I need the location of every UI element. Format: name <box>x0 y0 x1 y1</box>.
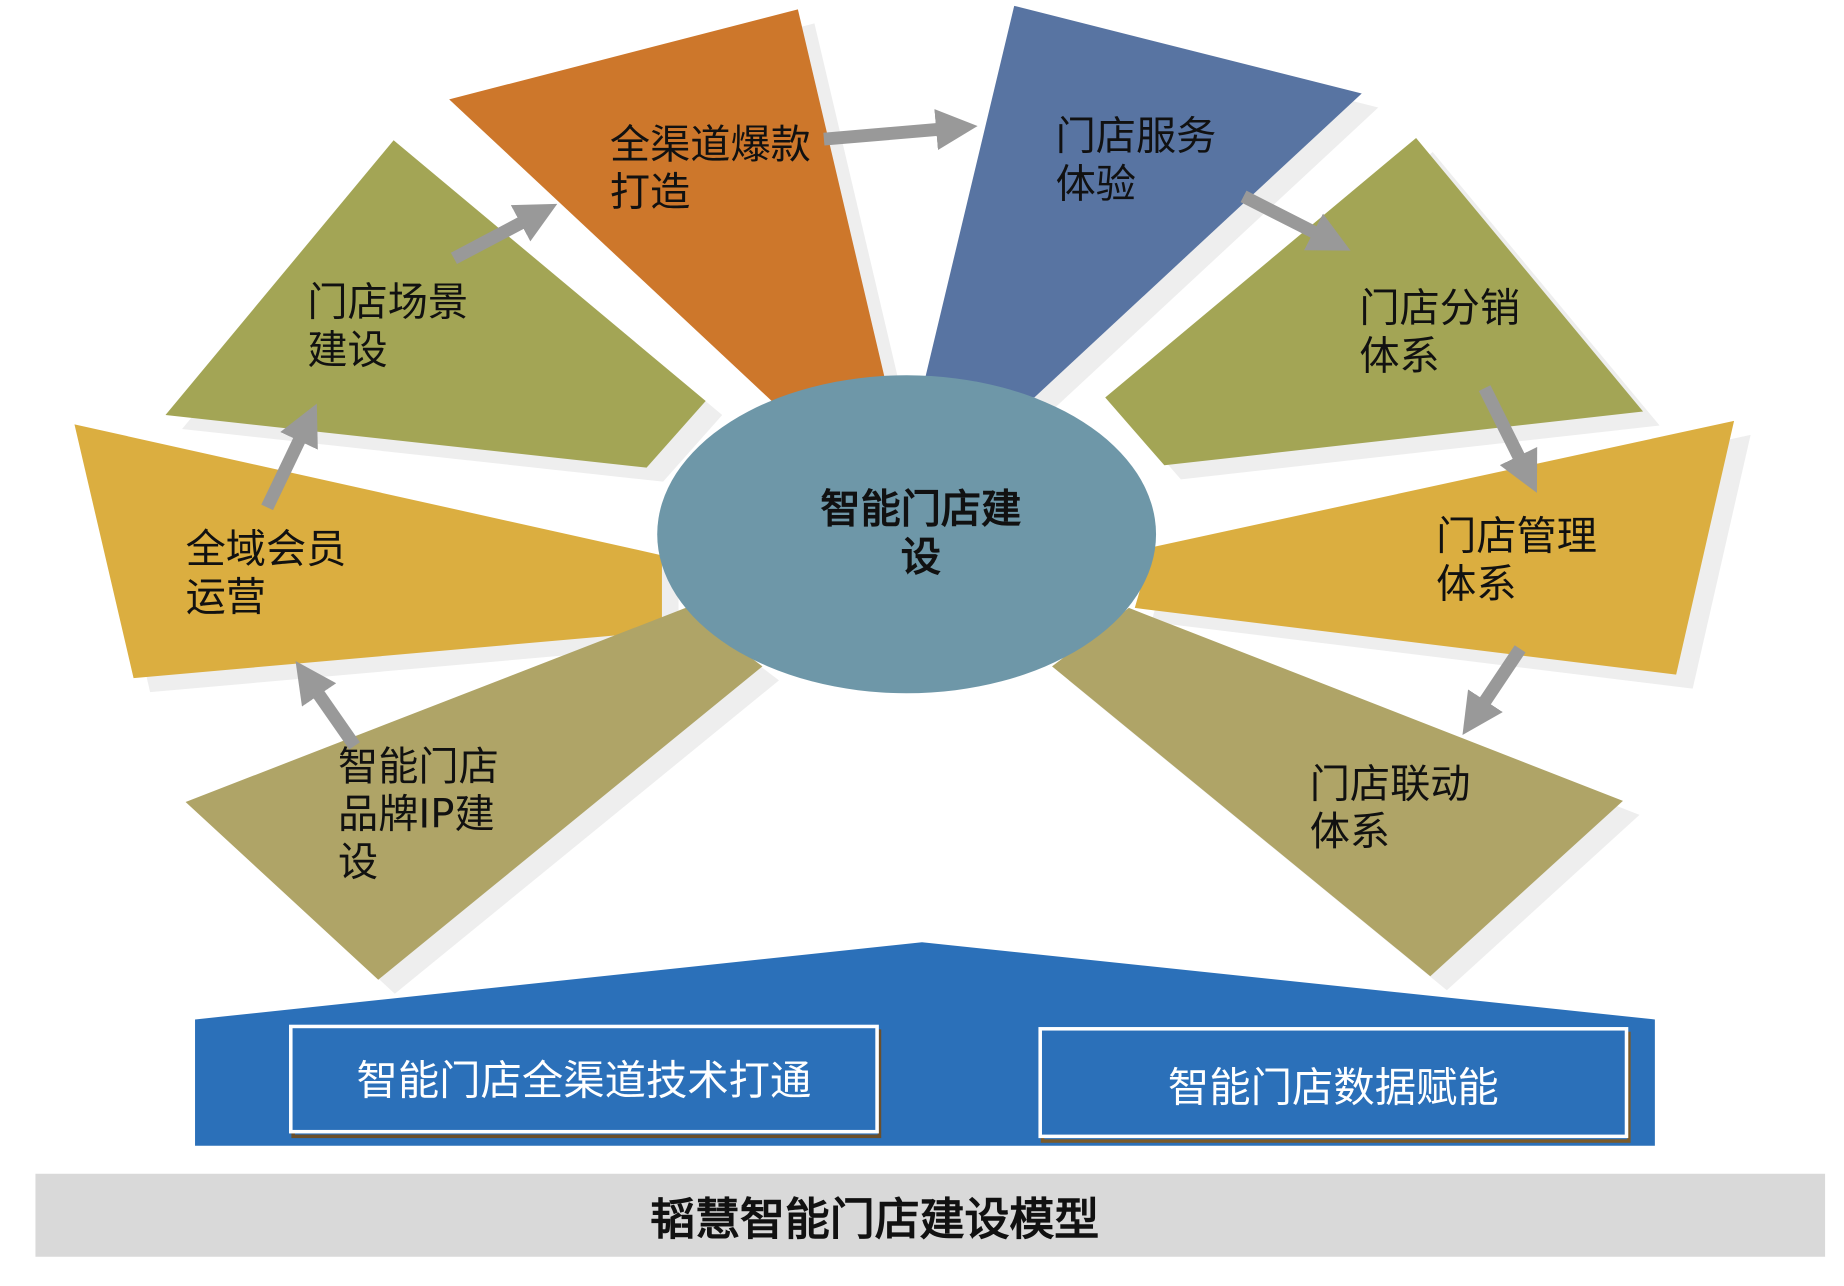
segment-yellow-left <box>74 424 662 679</box>
center-label-line1: 智能门店建 <box>820 487 1021 533</box>
segment-label-management: 门店管理体系 <box>1436 514 1597 608</box>
segment-label-membership: 全域会员运营 <box>186 527 347 621</box>
segment-orange <box>449 9 887 404</box>
foundation-box-data <box>1038 1027 1629 1139</box>
arrow-icon <box>1478 385 1538 493</box>
arrow-icon <box>823 109 978 151</box>
segment-label-scene: 门店场景建设 <box>307 280 468 374</box>
segment-label-service: 门店服务体验 <box>1056 114 1217 208</box>
foundation-box-data-label: 智能门店数据赋能 <box>1168 1063 1499 1111</box>
foundation-box-tech <box>289 1024 879 1134</box>
arrow-icon <box>295 661 360 750</box>
center-ellipse <box>657 375 1157 694</box>
segment-label-linkage: 门店联动体系 <box>1310 762 1471 856</box>
segment-khaki-left <box>185 607 763 980</box>
segment-blue <box>925 5 1362 398</box>
segment-olive-right <box>1105 137 1644 466</box>
foundation-box-tech-label: 智能门店全渠道技术打通 <box>356 1056 811 1104</box>
footer-bar <box>35 1173 1826 1257</box>
footer-title: 韬慧智能门店建设模型 <box>650 1194 1099 1246</box>
segment-label-brand-ip: 智能门店品牌IP建设 <box>338 744 499 886</box>
center-label-line2: 设 <box>901 535 941 581</box>
segment-khaki-right <box>1052 607 1623 977</box>
arrow-icon <box>450 203 558 265</box>
arrow-icon <box>261 403 318 511</box>
arrow-icon <box>1462 645 1526 736</box>
flow-arrows <box>261 109 1538 750</box>
segment-label-channel-hits: 全渠道爆款打造 <box>610 122 811 216</box>
segment-olive-left <box>165 140 706 468</box>
arrow-icon <box>1240 190 1351 251</box>
segment-yellow-right <box>1134 420 1735 675</box>
segment-label-distribution: 门店分销体系 <box>1359 286 1520 380</box>
